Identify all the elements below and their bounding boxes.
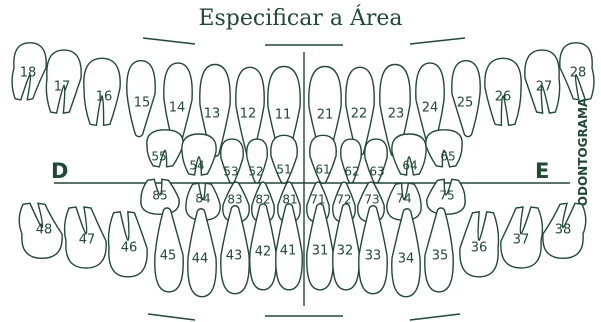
tooth-25-shape[interactable] (452, 61, 480, 137)
tooth-54-shape[interactable] (182, 134, 216, 175)
tooth-18-shape[interactable] (12, 43, 46, 100)
tooth-27[interactable]: 27 (525, 50, 560, 113)
tooth-62[interactable]: 62 (341, 139, 362, 183)
tooth-17[interactable]: 17 (46, 50, 81, 113)
tooth-65-shape[interactable] (426, 130, 462, 167)
tooth-36[interactable]: 36 (460, 212, 499, 277)
tooth-75-shape[interactable] (427, 179, 465, 214)
tooth-47-shape[interactable] (65, 207, 107, 268)
tooth-46[interactable]: 46 (108, 212, 147, 277)
tooth-64-shape[interactable] (392, 134, 426, 175)
tooth-34-shape[interactable] (392, 209, 420, 297)
tooth-16[interactable]: 16 (84, 58, 120, 125)
tooth-44[interactable]: 44 (188, 209, 216, 297)
tooth-63-shape[interactable] (365, 139, 388, 183)
tooth-15-shape[interactable] (127, 61, 155, 137)
tooth-27-shape[interactable] (525, 50, 560, 113)
tooth-36-shape[interactable] (460, 212, 499, 277)
tooth-35-shape[interactable] (425, 208, 453, 292)
tooth-15[interactable]: 15 (127, 61, 155, 137)
guide-line (410, 314, 460, 320)
tooth-48-shape[interactable] (19, 203, 62, 258)
tooth-28[interactable]: 28 (560, 43, 594, 100)
tooth-17-shape[interactable] (46, 50, 81, 113)
tooth-37[interactable]: 37 (501, 207, 543, 268)
tooth-55-shape[interactable] (147, 130, 183, 167)
tooth-75[interactable]: 75 (427, 179, 465, 214)
guide-line (143, 38, 195, 44)
tooth-46-shape[interactable] (108, 212, 147, 277)
tooth-61[interactable]: 61 (310, 135, 336, 183)
tooth-65[interactable]: 65 (426, 130, 462, 167)
tooth-62-shape[interactable] (341, 139, 362, 183)
tooth-25[interactable]: 25 (452, 61, 480, 137)
tooth-51[interactable]: 51 (271, 135, 297, 183)
tooth-85-shape[interactable] (141, 179, 179, 214)
tooth-85[interactable]: 85 (141, 179, 179, 214)
tooth-64[interactable]: 64 (392, 134, 426, 175)
tooth-52-shape[interactable] (247, 139, 268, 183)
tooth-16-shape[interactable] (84, 58, 120, 125)
tooth-44-shape[interactable] (188, 209, 216, 297)
tooth-26[interactable]: 26 (485, 58, 521, 125)
tooth-18[interactable]: 18 (12, 43, 46, 100)
tooth-47[interactable]: 47 (65, 207, 107, 268)
tooth-45[interactable]: 45 (155, 208, 183, 292)
tooth-63[interactable]: 63 (365, 139, 388, 183)
tooth-45-shape[interactable] (155, 208, 183, 292)
tooth-35[interactable]: 35 (425, 208, 453, 292)
tooth-34[interactable]: 34 (392, 209, 420, 297)
tooth-55[interactable]: 55 (147, 130, 183, 167)
tooth-53-shape[interactable] (221, 139, 244, 183)
tooth-28-shape[interactable] (560, 43, 594, 100)
guide-line (410, 38, 465, 44)
tooth-37-shape[interactable] (501, 207, 543, 268)
guide-line (148, 314, 195, 320)
tooth-38-shape[interactable] (543, 203, 586, 258)
tooth-52[interactable]: 52 (247, 139, 268, 183)
tooth-61-shape[interactable] (310, 135, 336, 183)
tooth-51-shape[interactable] (271, 135, 297, 183)
tooth-53[interactable]: 53 (221, 139, 244, 183)
tooth-38[interactable]: 38 (543, 203, 586, 258)
tooth-26-shape[interactable] (485, 58, 521, 125)
tooth-48[interactable]: 48 (19, 203, 62, 258)
tooth-54[interactable]: 54 (182, 134, 216, 175)
